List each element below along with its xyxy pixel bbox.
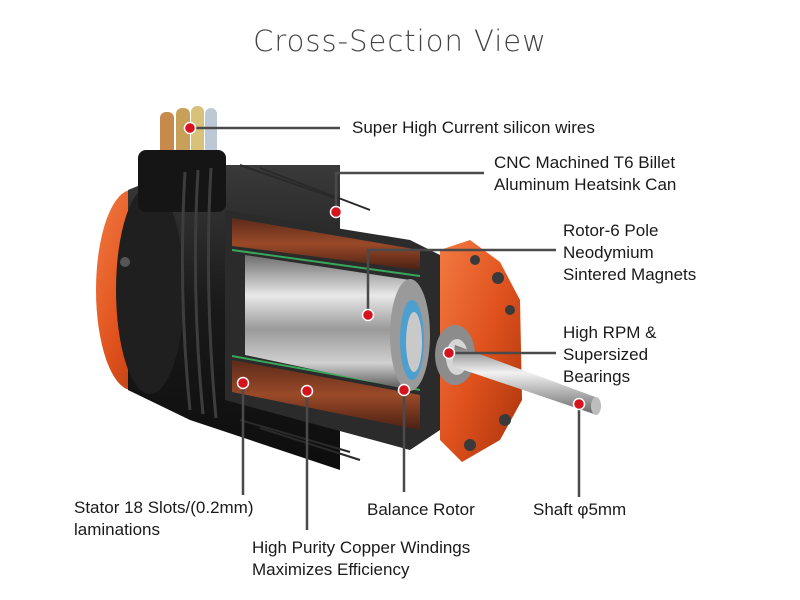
callout-balance-line: Balance Rotor [367,500,475,519]
marker-balance [397,383,411,397]
callout-stator: Stator 18 Slots/(0.2mm) laminations [74,497,254,541]
callout-rotor: Rotor-6 Pole Neodymium Sintered Magnets [563,220,696,286]
callout-shaft-line: Shaft φ5mm [533,500,627,519]
callout-windings: High Purity Copper Windings Maximizes Ef… [252,537,470,581]
diagram-title: Cross-Section View [253,24,547,58]
marker-wires [183,121,197,135]
callout-stator-line-2: laminations [74,520,160,539]
callout-bearings-line-3: Bearings [563,367,631,386]
callout-shaft: Shaft φ5mm [533,499,626,521]
marker-shaft [572,397,586,411]
heatsink-ribs [180,167,218,419]
callout-heatsink-line-1: CNC Machined T6 Billet [494,153,676,172]
marker-windings [300,384,314,398]
shaft [452,345,598,414]
callout-bearings-line-1: High RPM & [563,323,657,342]
marker-stator [236,376,250,390]
callout-rotor-line-2: Neodymium [563,243,654,262]
heatsink-fins [239,164,371,461]
callout-rotor-line-3: Sintered Magnets [563,265,697,284]
marker-heatsink [329,205,343,219]
callout-heatsink: CNC Machined T6 Billet Aluminum Heatsink… [494,152,676,196]
callout-markers [183,121,586,411]
end-bell-front [440,240,522,462]
callout-stator-line-1: Stator 18 Slots/(0.2mm) [74,498,254,517]
callout-bearings-line-2: Supersized [563,345,649,364]
callout-balance: Balance Rotor [367,499,475,521]
callout-windings-line-2: Maximizes Efficiency [252,560,410,579]
marker-rotor [361,308,375,322]
leader-lines [190,126,581,530]
callout-bearings: High RPM & Supersized Bearings [563,322,657,388]
callout-wires: Super High Current silicon wires [352,117,595,139]
callout-heatsink-line-2: Aluminum Heatsink Can [494,175,677,194]
copper-windings-top [232,218,420,270]
callout-wires-line: Super High Current silicon wires [352,118,595,137]
copper-windings-bottom [232,360,420,430]
marker-bearings [442,346,456,360]
callout-windings-line-1: High Purity Copper Windings [252,538,471,557]
callout-rotor-line-1: Rotor-6 Pole [563,221,659,240]
wire-block [138,150,226,212]
